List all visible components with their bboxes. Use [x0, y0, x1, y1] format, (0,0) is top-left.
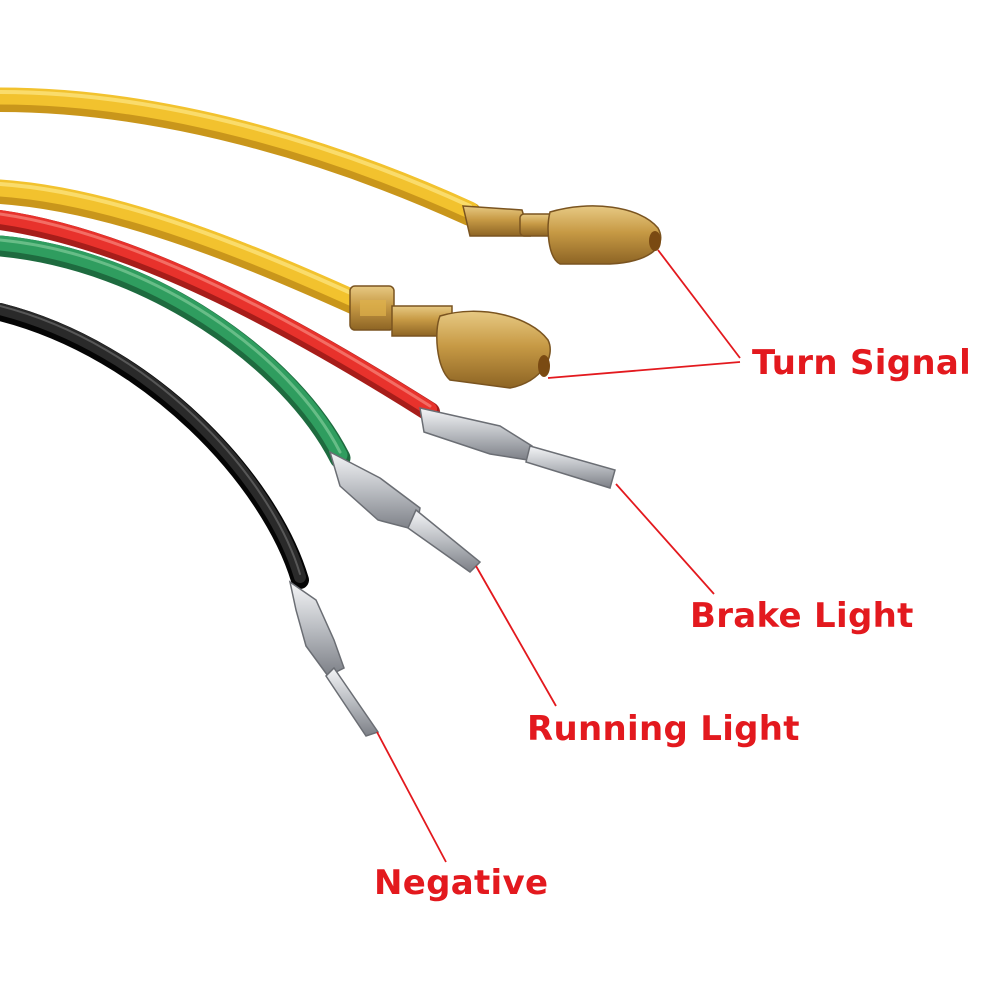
turn-signal-label: Turn Signal [752, 343, 972, 383]
black-wire-terminal [288, 580, 380, 737]
black-wire [0, 303, 309, 589]
leader-lines [376, 249, 741, 863]
leader-line-brake-light [615, 483, 715, 595]
bullet-connector-2 [349, 285, 551, 389]
yellow-wire-1 [0, 87, 482, 226]
green-wire [0, 235, 351, 469]
leader-line-turn-signal-1 [657, 249, 741, 359]
red-wire-terminal [419, 407, 616, 489]
leader-line-running-light [475, 565, 557, 707]
red-wire [0, 210, 440, 422]
leader-line-turn-signal-2 [547, 361, 741, 379]
brake-light-label: Brake Light [690, 596, 914, 636]
bullet-connector-1 [462, 205, 662, 265]
yellow-wire-2 [0, 179, 374, 318]
negative-label: Negative [374, 863, 549, 903]
leader-line-negative [376, 731, 447, 863]
running-light-label: Running Light [527, 709, 800, 749]
green-wire-terminal [328, 450, 482, 573]
